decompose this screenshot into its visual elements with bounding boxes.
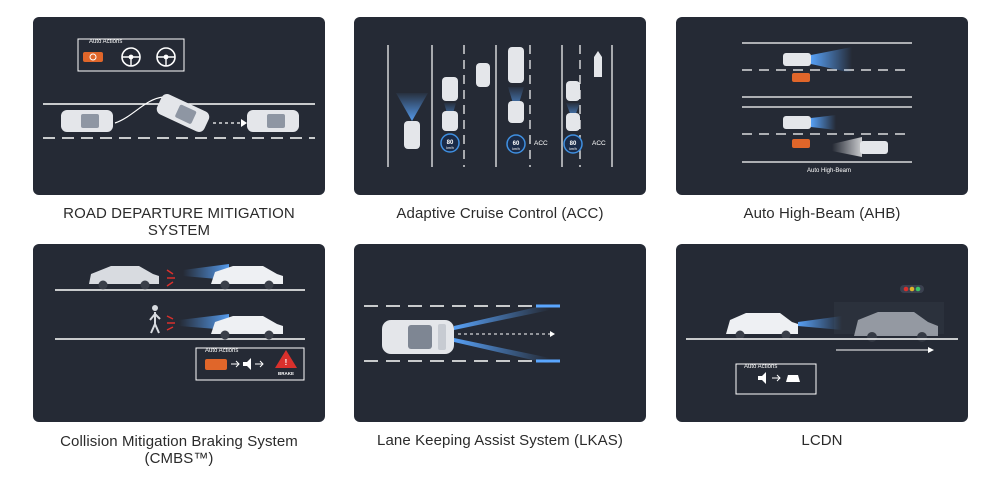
cmbs-illustration: Auto Actions ! BRAKE	[55, 264, 305, 381]
caption-lcdn: LCDN	[801, 432, 843, 449]
low-beam	[811, 115, 836, 130]
arrow-icon	[772, 374, 781, 382]
lkas-illustration	[364, 304, 560, 364]
car-side-icon	[211, 316, 283, 340]
ahb-illustration: Auto High-Beam	[742, 42, 912, 174]
car-side-icon	[726, 313, 798, 340]
auto-actions-label: Auto Actions	[205, 348, 238, 354]
panel-acc: 80 km/h 60 km/h ACC 80 km/h ACC 80	[354, 17, 646, 195]
car-side-icon	[89, 266, 159, 290]
radar-beam	[798, 316, 842, 330]
speed-badge: 80 km/h	[563, 134, 583, 154]
warning-marks	[166, 269, 175, 287]
pedestrian-icon	[149, 305, 161, 334]
camera-beam	[454, 304, 550, 330]
car-icon	[783, 116, 811, 129]
svg-text:80: 80	[570, 141, 577, 147]
radar-beam	[566, 103, 580, 121]
car-icon	[566, 113, 580, 131]
car-icon	[476, 63, 490, 87]
car-icon	[156, 94, 210, 132]
arrow-icon	[255, 360, 264, 368]
panel-ahb: Auto High-Beam	[676, 17, 968, 195]
car-icon	[442, 77, 458, 101]
brake-warning-icon	[275, 350, 297, 368]
steering-wheel-icon	[156, 47, 176, 67]
radar-beam	[508, 87, 524, 113]
speed-badge: 60 km/h	[506, 134, 526, 154]
caption-ahb: Auto High-Beam (AHB)	[743, 205, 901, 222]
svg-text:km/h: km/h	[569, 147, 577, 151]
warning-marks	[166, 315, 175, 331]
caption-acc: Adaptive Cruise Control (ACC)	[396, 205, 604, 222]
trajectory-line	[114, 96, 164, 124]
acc-illustration: 80 km/h 60 km/h ACC 80 km/h ACC 80	[387, 45, 613, 167]
speed-badge: 80 km/h	[440, 133, 460, 153]
car-icon	[382, 320, 454, 354]
car-icon	[783, 53, 811, 66]
high-beam	[811, 47, 852, 73]
road-departure-illustration: Auto Actions	[43, 38, 315, 139]
car-icon	[442, 111, 458, 131]
auto-actions-box	[77, 38, 185, 72]
car-icon	[566, 81, 580, 101]
radar-beam	[396, 93, 428, 121]
auto-actions-box	[195, 347, 305, 381]
auto-actions-label: Auto Actions	[89, 39, 122, 45]
car-side-icon	[211, 266, 283, 290]
arrow-icon	[231, 360, 240, 368]
panel-lcdn: Auto Actions	[676, 244, 968, 422]
caption-road-departure: ROAD DEPARTURE MITIGATION SYSTEM	[63, 205, 295, 239]
auto-actions-box	[735, 363, 817, 395]
high-beam-indicator-icon	[792, 73, 810, 82]
acc-label: ACC	[592, 140, 606, 147]
panel-road-departure: Auto Actions	[33, 17, 325, 195]
caption-cmbs: Collision Mitigation Braking System (CMB…	[60, 433, 298, 467]
oncoming-headlight	[832, 137, 862, 157]
panel-cmbs: Auto Actions ! BRAKE	[33, 244, 325, 422]
speaker-icon	[758, 372, 766, 384]
svg-text:80: 80	[447, 140, 454, 146]
svg-text:km/h: km/h	[446, 146, 454, 150]
acc-label: ACC	[534, 140, 548, 147]
caption-lkas: Lane Keeping Assist System (LKAS)	[377, 432, 623, 449]
car-icon	[61, 110, 113, 132]
car-icon	[404, 121, 420, 149]
steering-wheel-icon	[121, 47, 141, 67]
collision-warning-icon	[205, 359, 227, 370]
svg-text:km/h: km/h	[512, 147, 520, 151]
svg-text:60: 60	[513, 141, 520, 147]
svg-text:!: !	[285, 358, 288, 367]
car-front-icon	[786, 375, 800, 382]
car-icon	[594, 51, 602, 77]
car-icon	[508, 47, 524, 83]
low-beam-indicator-icon	[792, 139, 810, 148]
brake-label: BRAKE	[278, 371, 294, 376]
panel-lkas	[354, 244, 646, 422]
auto-high-beam-label: Auto High-Beam	[807, 168, 851, 174]
lcdn-illustration: Auto Actions	[686, 285, 958, 395]
auto-actions-label: Auto Actions	[744, 364, 777, 370]
car-icon	[508, 101, 524, 123]
lane-departure-icon	[83, 52, 103, 62]
camera-beam	[454, 338, 550, 364]
speaker-icon	[243, 358, 251, 370]
car-icon	[247, 110, 299, 132]
oncoming-car-icon	[860, 141, 888, 154]
